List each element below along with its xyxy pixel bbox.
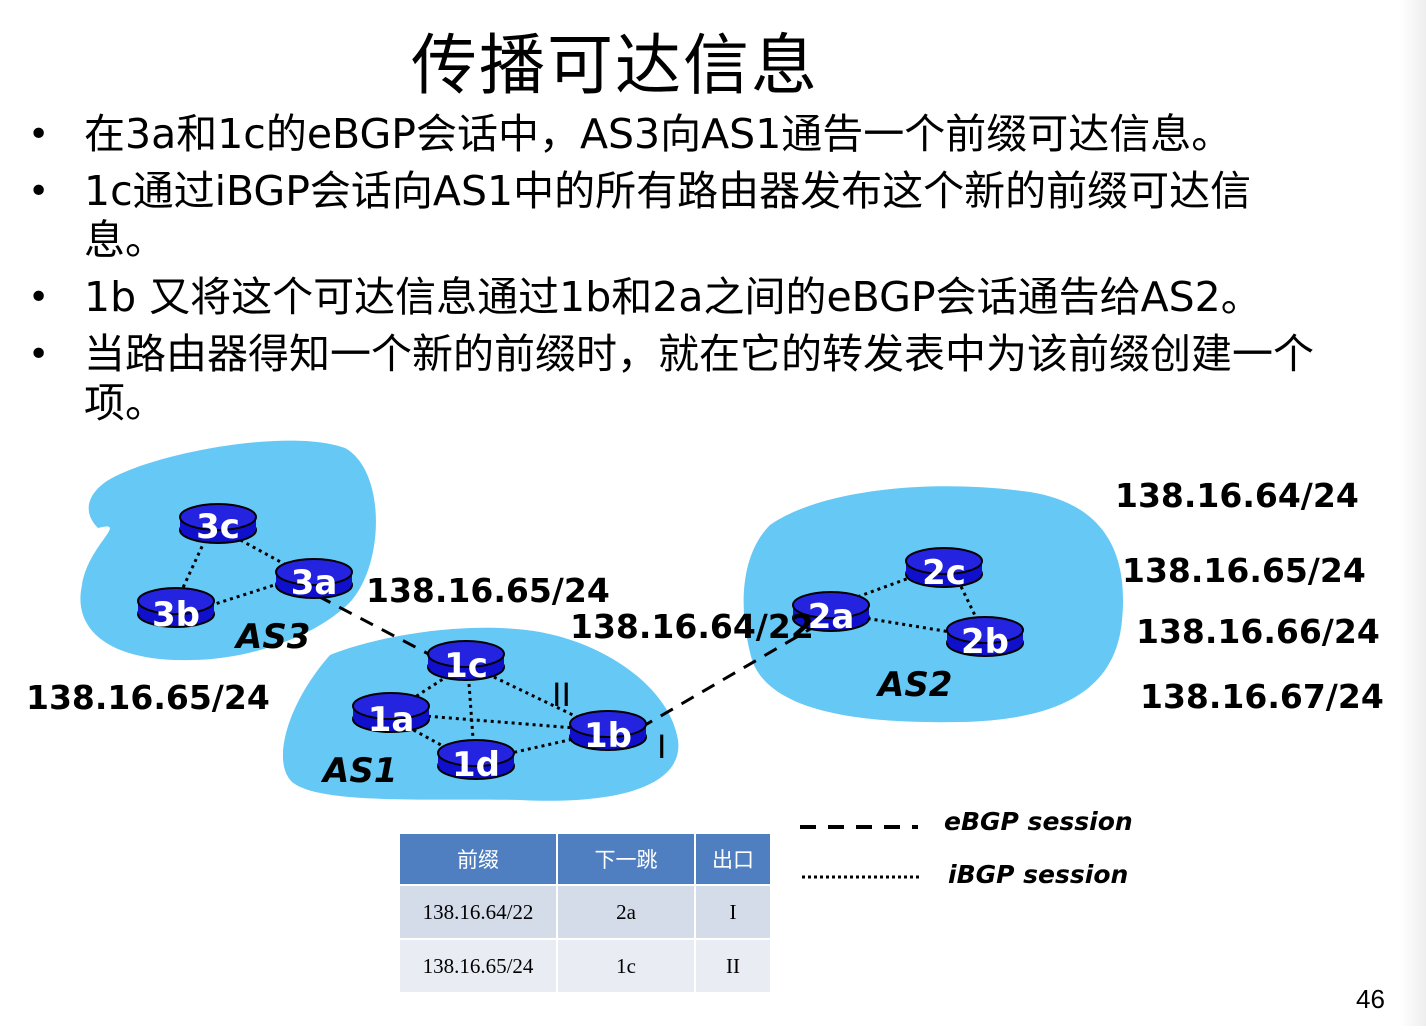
- cell-next-hop: 1c: [558, 940, 694, 992]
- router-1a: 1a: [352, 692, 430, 740]
- prefix-label-right-2: 138.16.65/24: [1122, 551, 1366, 590]
- router-label-2c: 2c: [922, 553, 966, 593]
- bullet-dot-icon: •: [28, 334, 50, 375]
- interface-label-ii: II: [552, 676, 571, 714]
- bullet-dot-icon: •: [28, 277, 50, 318]
- as3-cloud: [80, 440, 376, 661]
- router-label-3a: 3a: [291, 563, 338, 603]
- bullet-text: 1c通过iBGP会话向AS1中的所有路由器发布这个新的前缀可达信息。: [84, 167, 1252, 264]
- cell-interface: II: [696, 940, 770, 992]
- prefix-label-near-1b: 138.16.64/22: [570, 607, 814, 646]
- cell-prefix: 138.16.64/22: [400, 886, 556, 938]
- as2-label: AS2: [875, 665, 952, 705]
- cell-next-hop: 2a: [558, 886, 694, 938]
- prefix-label-left: 138.16.65/24: [26, 678, 270, 717]
- prefix-label-right-3: 138.16.66/24: [1136, 612, 1380, 651]
- bullet-item: • 在3a和1c的eBGP会话中，AS3向AS1通告一个前缀可达信息。: [22, 110, 1382, 159]
- router-3a: 3a: [275, 558, 353, 603]
- router-label-1d: 1d: [452, 745, 500, 785]
- bullet-list: • 在3a和1c的eBGP会话中，AS3向AS1通告一个前缀可达信息。 • 1c通过…: [22, 110, 1382, 436]
- router-2b: 2b: [946, 616, 1024, 662]
- bullet-text: 1b 又将这个可达信息通过1b和2a之间的eBGP会话通告给AS2。: [84, 273, 1262, 321]
- slide-edge-shade: [1400, 0, 1426, 1026]
- prefix-label-near-3a: 138.16.65/24: [366, 571, 610, 610]
- bullet-dot-icon: •: [28, 114, 50, 155]
- ibgp-link-1c-1b: [474, 666, 601, 730]
- bullet-text: 在3a和1c的eBGP会话中，AS3向AS1通告一个前缀可达信息。: [84, 110, 1233, 158]
- bullet-item: • 1b 又将这个可达信息通过1b和2a之间的eBGP会话通告给AS2。: [22, 273, 1382, 322]
- router-label-3b: 3b: [152, 595, 200, 635]
- bullet-item: • 当路由器得知一个新的前缀时，就在它的转发表中为该前缀创建一个项。: [22, 330, 1382, 428]
- interface-label-i: I: [657, 728, 666, 766]
- table-header-row: 前缀 下一跳 出口: [400, 834, 770, 884]
- header-interface: 出口: [696, 834, 770, 884]
- table-row: 138.16.65/24 1c II: [400, 940, 770, 992]
- ebgp-link-1b-2a: [639, 626, 813, 730]
- router-label-2a: 2a: [808, 597, 855, 637]
- router-3c: 3c: [179, 503, 257, 547]
- table-row: 138.16.64/22 2a I: [400, 886, 770, 938]
- page-number: 46: [1356, 984, 1385, 1014]
- bullet-item: • 1c通过iBGP会话向AS1中的所有路由器发布这个新的前缀可达信息。: [22, 167, 1382, 265]
- as1-label: AS1: [320, 751, 397, 791]
- bgp-topology-diagram: 3c 3a 3b 1c 1a 1b 1d 2a: [26, 440, 1384, 889]
- router-2a: 2a: [792, 591, 870, 637]
- ibgp-link-1a-1b: [399, 712, 601, 732]
- router-3b: 3b: [137, 587, 215, 635]
- router-label-2b: 2b: [961, 622, 1009, 662]
- prefix-label-right-4: 138.16.67/24: [1140, 677, 1384, 716]
- router-label-1b: 1b: [584, 716, 632, 756]
- legend-ibgp-label: iBGP session: [948, 860, 1128, 889]
- cell-prefix: 138.16.65/24: [400, 940, 556, 992]
- bullet-text: 当路由器得知一个新的前缀时，就在它的转发表中为该前缀创建一个项。: [84, 330, 1314, 427]
- legend-ebgp-label: eBGP session: [944, 807, 1133, 836]
- router-label-1c: 1c: [444, 646, 488, 686]
- as3-label: AS3: [233, 617, 310, 657]
- router-1d: 1d: [437, 739, 515, 785]
- header-prefix: 前缀: [400, 834, 556, 884]
- router-1c: 1c: [427, 640, 505, 686]
- router-label-1a: 1a: [368, 700, 415, 740]
- slide-title: 传播可达信息: [411, 27, 819, 104]
- ibgp-link-3c-3b: [173, 539, 207, 606]
- as2-cloud: [743, 486, 1124, 723]
- as1-cloud: [282, 627, 679, 801]
- router-2c: 2c: [905, 547, 983, 593]
- bullet-dot-icon: •: [28, 171, 50, 212]
- prefix-label-right-1: 138.16.64/24: [1115, 476, 1359, 515]
- router-label-3c: 3c: [196, 507, 240, 547]
- header-next-hop: 下一跳: [558, 834, 694, 884]
- forwarding-table: 前缀 下一跳 出口 138.16.64/22 2a I 138.16.65/24…: [398, 832, 772, 994]
- router-1b: 1b: [569, 710, 647, 756]
- cell-interface: I: [696, 886, 770, 938]
